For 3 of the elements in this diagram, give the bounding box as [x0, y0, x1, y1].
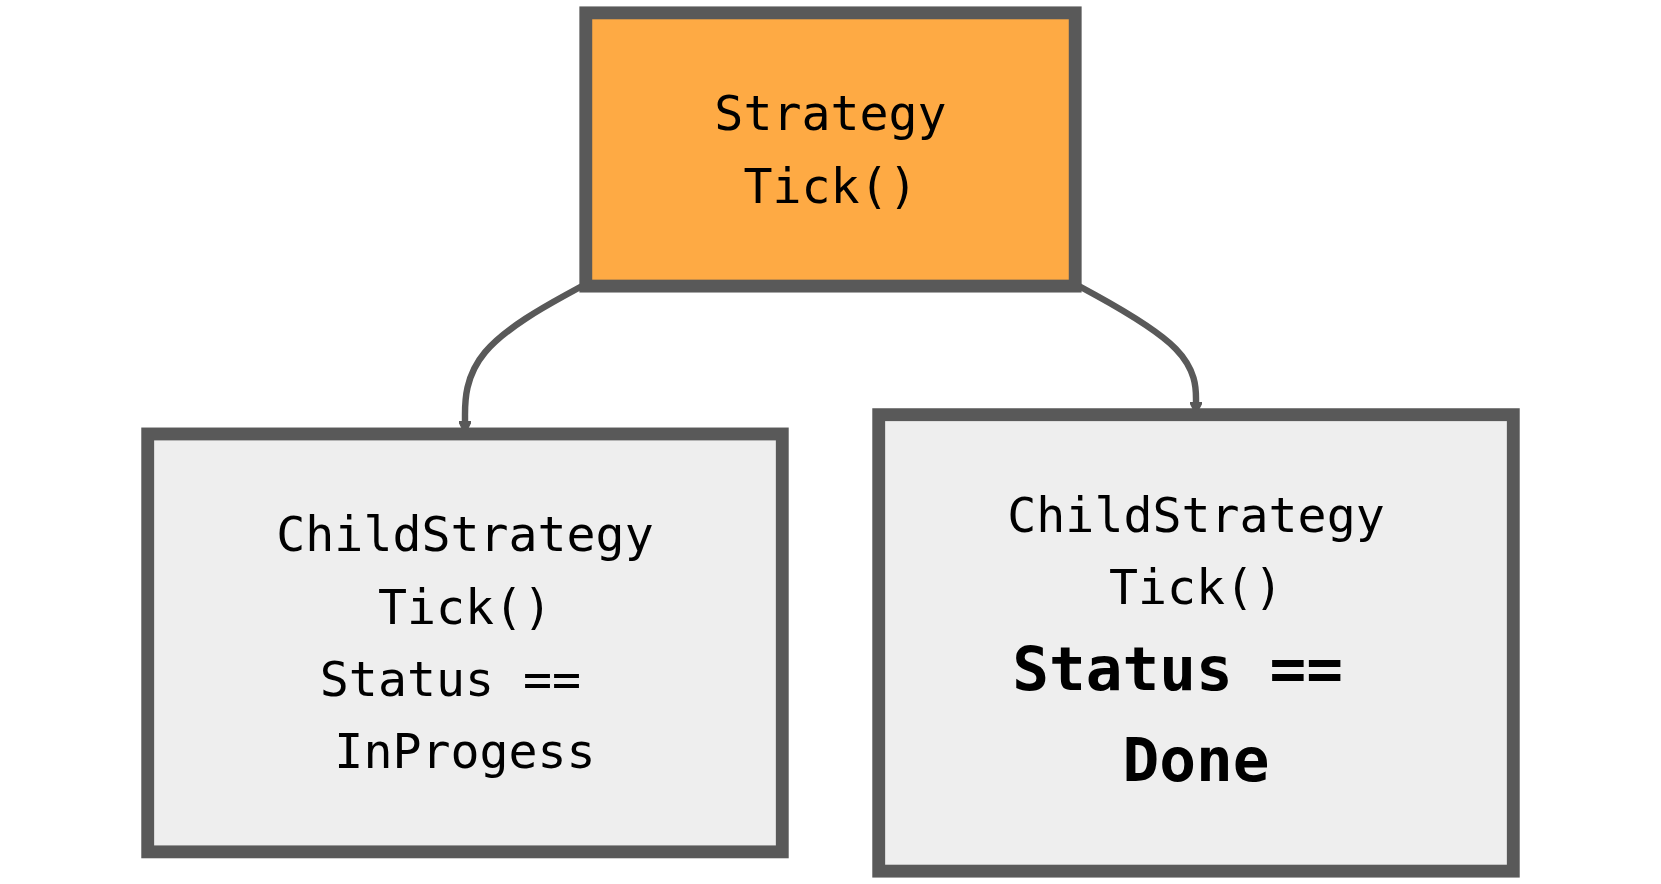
node-box: ChildStrategy Tick() Status == InProgess	[141, 427, 789, 859]
node-box: ChildStrategy Tick() Status == Done	[872, 408, 1520, 878]
node-box: Strategy Tick()	[579, 6, 1082, 293]
